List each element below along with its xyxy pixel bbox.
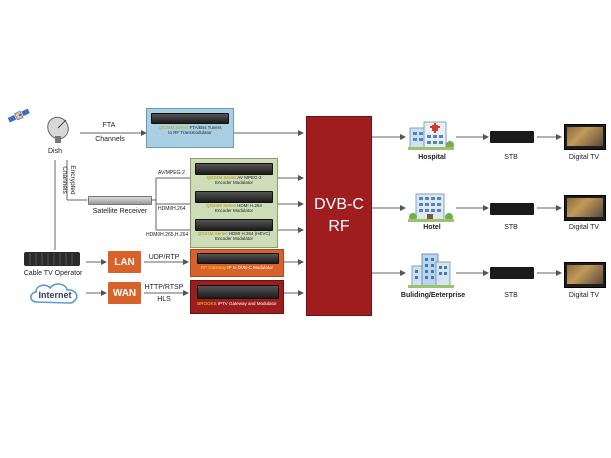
dish-label: Dish — [47, 148, 62, 155]
link-label-hdmi-h265-h264: HDMI/H.265,H.264 — [146, 232, 189, 238]
encoder-hdmi265-caption: QG24M Series HDMI H.264 (HEVC) Encoder M… — [193, 231, 275, 241]
encoder-hdmi264-caption: QG24M Series HDMI H.264 Encoder Modulato… — [193, 203, 275, 213]
link-label-fta: FTA — [102, 122, 116, 129]
core-line2: RF — [328, 218, 350, 235]
transmodulator-line1: FTA/Bss Tuners — [188, 125, 222, 130]
stb-label-3: STB — [504, 292, 518, 299]
transmodulator-panel: QG24M Series FTA/Bss Tuners to RF Transm… — [146, 108, 234, 148]
hotel-building-icon — [408, 193, 454, 222]
transmodulator-line2: to RF Transmodulator — [168, 130, 212, 135]
ip-gateway-series: RF Gateway — [201, 265, 227, 270]
stb-device-3 — [490, 267, 534, 279]
enterprise-building-icon — [408, 253, 454, 288]
digital-tv-label-3: Digital TV — [568, 292, 600, 299]
link-label-hdmi-h264: HDMI/H.264 — [158, 206, 186, 212]
transmodulator-series: QG24M Series — [158, 125, 189, 130]
encoder-hdmi264-line2: Encoder Modulator — [214, 208, 254, 213]
iptv-gateway-caption: BROOKS IPTV Gateway and Modulator — [193, 301, 281, 306]
iptv-gateway-line1: IPTV Gateway and Modulator — [216, 301, 277, 306]
transmodulator-caption: QG24M Series FTA/Bss Tuners to RF Transm… — [149, 125, 231, 135]
link-label-udp-rtp: UDP/RTP — [148, 254, 180, 261]
digital-tv-icon-2 — [564, 195, 606, 221]
internet-cloud-icon — [30, 283, 78, 304]
encoder-av-caption: QG24M Series AV MPEG-2 Encoder Modulator — [193, 175, 275, 185]
digital-tv-label-2: Digital TV — [568, 224, 600, 231]
digital-tv-label-1: Digital TV — [568, 154, 600, 161]
encoder-av-device — [195, 163, 273, 175]
dish-icon — [47, 116, 69, 143]
ip-gateway-panel: RF Gateway IP to DVB-C Modulator — [190, 249, 284, 277]
ip-gateway-device — [197, 253, 279, 264]
satellite-receiver-label: Satellite Receiver — [92, 208, 148, 215]
encoder-group-panel: QG24M Series AV MPEG-2 Encoder Modulator… — [190, 158, 278, 248]
iptv-gateway-panel: BROOKS IPTV Gateway and Modulator — [190, 280, 284, 314]
encoder-av-line2: Encoder Modulator — [214, 180, 254, 185]
lan-tag: LAN — [108, 251, 141, 273]
digital-tv-icon-1 — [564, 124, 606, 150]
encoder-hdmi265-series: QG24M Series — [197, 231, 228, 236]
ip-gateway-caption: RF Gateway IP to DVB-C Modulator — [193, 265, 281, 270]
transmodulator-device — [151, 113, 229, 124]
encoder-hdmi265-line1: HDMI H.264 (HEVC) — [227, 231, 271, 236]
destination-site-hospital: Hospital — [418, 154, 446, 161]
link-label-http-rtsp: HTTP/RTSP — [144, 284, 184, 291]
satellite-icon — [8, 108, 30, 123]
link-label-channels: Channels — [95, 136, 125, 143]
encoder-hdmi264-device — [195, 191, 273, 203]
stb-device-2 — [490, 203, 534, 215]
core-line1: DVB-C — [314, 196, 364, 213]
destination-site-enterprise: Buliding/Eeterprise — [400, 292, 466, 299]
destination-site-hotel: Hotel — [423, 224, 441, 231]
cable-tv-operator-icon — [24, 252, 80, 266]
wan-tag: WAN — [108, 282, 141, 304]
digital-tv-icon-3 — [564, 262, 606, 288]
encoder-av-series: QG24M Series — [206, 175, 237, 180]
hospital-building-icon — [408, 121, 454, 150]
stb-label-2: STB — [504, 224, 518, 231]
stb-device-1 — [490, 131, 534, 143]
link-label-encrypted-channels: Encrypted Channels — [61, 165, 76, 195]
iptv-gateway-device — [197, 285, 279, 299]
encoder-hdmi264-line1: HDMI H.264 — [235, 203, 262, 208]
encoder-hdmi265-line2: Encoder Modulator — [214, 236, 254, 241]
satellite-receiver-device — [88, 196, 152, 205]
ip-gateway-line1: IP to DVB-C Modulator — [226, 265, 273, 270]
cable-tv-operator-label: Cable TV Operator — [23, 270, 83, 277]
iptv-gateway-series: BROOKS — [197, 301, 217, 306]
encoder-av-line1: AV MPEG-2 — [236, 175, 262, 180]
dvb-c-rf-core: DVB-C RF — [306, 116, 372, 316]
link-label-hls: HLS — [157, 296, 171, 303]
internet-label: Internet — [38, 290, 72, 300]
encoder-hdmi264-series: QG24M Series — [206, 203, 236, 208]
encoder-hdmi265-device — [195, 219, 273, 231]
link-label-av-mpeg2: AV/MPEG-2 — [158, 170, 185, 176]
stb-label-1: STB — [504, 154, 518, 161]
